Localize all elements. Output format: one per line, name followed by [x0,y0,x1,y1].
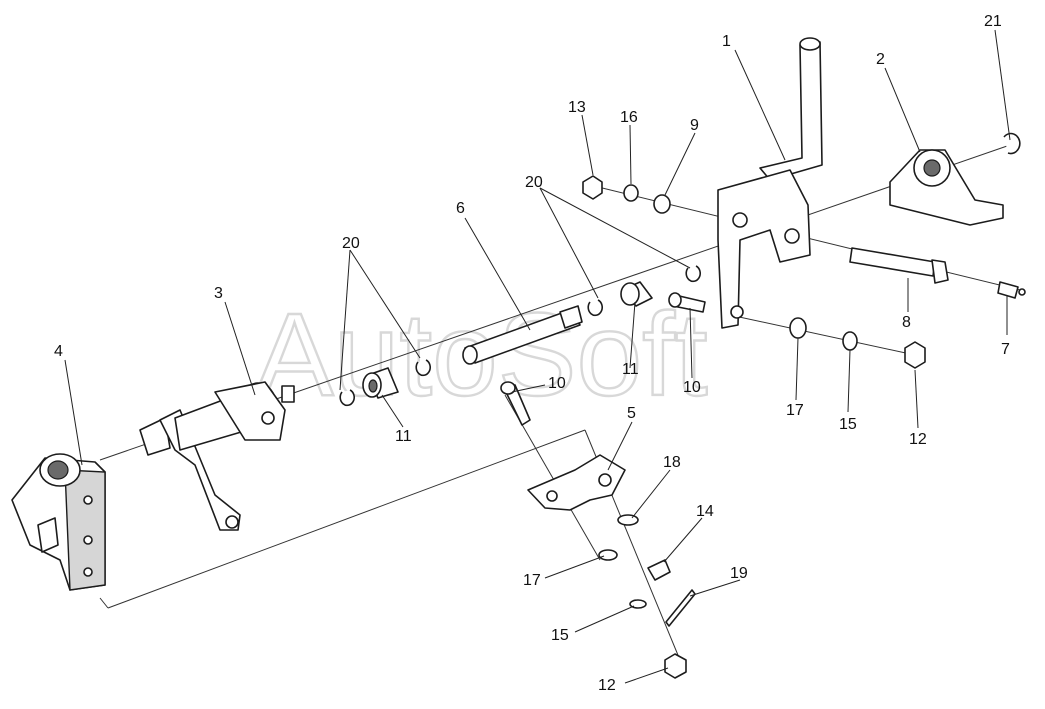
circlip-part-21 [1003,132,1021,155]
callout-17-right: 17 [786,402,804,419]
callout-21: 21 [984,13,1002,30]
callout-10-left: 10 [548,375,566,392]
callout-6: 6 [456,200,465,217]
callout-16: 16 [620,109,638,126]
leader-lines [64,29,1011,684]
circlips-part-20 [339,265,702,407]
callout-10-right: 10 [683,379,701,396]
pins-part-10 [500,292,706,426]
callout-4: 4 [54,343,63,360]
callout-5: 5 [627,405,636,422]
callout-20-right: 20 [525,174,543,191]
lever-shaft-part-3 [139,381,295,531]
pedal-lever-part-1 [717,37,823,329]
callout-15-bottom: 15 [551,627,569,644]
callout-3: 3 [214,285,223,302]
callout-20-left: 20 [342,235,360,252]
bracket-part-4 [11,453,106,591]
callout-14: 14 [696,503,714,520]
callout-19: 19 [730,565,748,582]
callout-12-bottom: 12 [598,677,616,694]
callout-11-left: 11 [395,428,412,445]
callout-17-bottom: 17 [523,572,541,589]
bushing-part-11b [620,281,653,307]
bushing-part-11a [362,367,399,399]
callout-11-right: 11 [622,361,639,378]
callout-12-right: 12 [909,431,927,448]
callout-labels: 1 2 21 13 16 9 20 6 20 3 4 11 11 10 10 8… [54,13,1010,694]
shaft-part-6 [462,305,583,365]
callout-9: 9 [690,117,699,134]
callout-18: 18 [663,454,681,471]
callout-7: 7 [1001,341,1010,358]
grease-fitting-part-7 [997,281,1026,299]
callout-2: 2 [876,51,885,68]
callout-1: 1 [722,33,731,50]
lower-hardware [598,514,696,679]
callout-15-right: 15 [839,416,857,433]
callout-13: 13 [568,99,586,116]
nut-washers-top [582,175,671,214]
arm-part-5 [527,454,626,511]
callout-8: 8 [902,314,911,331]
bolt-part-8 [849,247,949,284]
bracket-part-2 [889,149,1004,226]
